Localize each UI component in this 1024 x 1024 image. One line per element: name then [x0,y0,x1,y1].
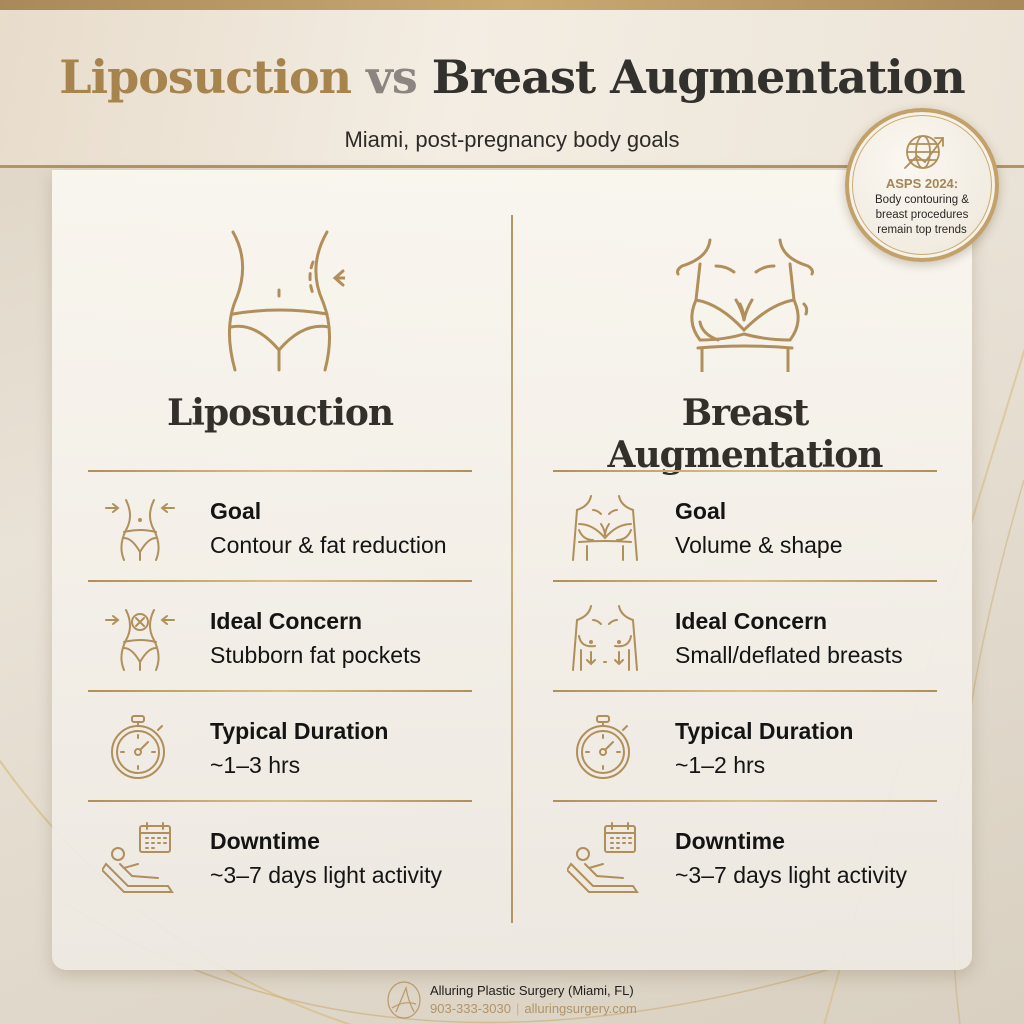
row-typical-duration: Typical Duration ~1–3 hrs [88,692,472,802]
waist-arrows-icon [105,499,175,561]
row-label: Typical Duration [675,718,854,744]
row-value: ~1–2 hrs [675,752,766,778]
title-procedure-a: Liposuction [59,50,352,104]
asps-trend-badge: ASPS 2024: Body contouring & breast proc… [845,108,999,262]
row-label: Ideal Concern [210,608,363,634]
row-divider [88,580,472,582]
top-gold-strip [0,0,1024,10]
row-goal: Goal Volume & shape [553,472,937,582]
row-label: Downtime [210,828,320,854]
row-label: Downtime [675,828,785,854]
row-value: Contour & fat reduction [210,532,447,558]
row-value: ~1–3 hrs [210,752,301,778]
row-value: Stubborn fat pockets [210,642,421,668]
row-label: Typical Duration [210,718,389,744]
row-downtime: Downtime ~3–7 days light activity [553,802,937,912]
row-label: Goal [210,498,262,524]
row-divider [553,800,937,802]
title-vs: vs [366,50,418,104]
bust-bra-icon [676,238,814,372]
row-divider [553,470,937,472]
row-divider [88,470,472,472]
row-divider [553,580,937,582]
row-ideal-concern: Ideal Concern Stubborn fat pockets [88,582,472,692]
waist-contour-icon [227,230,345,372]
page-title: Liposuction vs Breast Augmentation [0,50,1024,104]
contact-line: 903-333-3030 | alluringsurgery.com [430,1001,637,1016]
row-divider [553,690,937,692]
waist-x-icon [105,609,175,671]
title-procedure-b: Breast Augmentation [431,50,966,104]
row-label: Goal [675,498,727,524]
row-value: ~3–7 days light activity [210,862,443,888]
footer-contact: Alluring Plastic Surgery (Miami, FL) 903… [386,980,686,1020]
stopwatch-icon [111,715,165,779]
column-heading: Breast Augmentation [607,392,884,476]
row-downtime: Downtime ~3–7 days light activity [88,802,472,912]
row-divider [88,800,472,802]
row-ideal-concern: Ideal Concern Small/deflated breasts [553,582,937,692]
row-label: Ideal Concern [675,608,828,634]
row-value: Small/deflated breasts [675,642,903,668]
bust-deflated-icon [572,605,638,671]
badge-text: Body contouring & breast procedures rema… [875,194,969,236]
website-link[interactable]: alluringsurgery.com [524,1001,637,1016]
phone-link[interactable]: 903-333-3030 [430,1001,511,1016]
page-subtitle: Miami, post-pregnancy body goals [344,127,680,152]
globe-trend-icon [904,135,944,169]
separator: | [515,1001,520,1016]
recliner-calendar-icon [102,822,174,893]
row-divider [88,690,472,692]
row-value: ~3–7 days light activity [675,862,908,888]
row-value: Volume & shape [675,532,843,558]
header-banner: Liposuction vs Breast Augmentation Miami… [0,10,1024,168]
row-goal: Goal Contour & fat reduction [88,472,472,582]
recliner-calendar-icon [567,822,639,893]
row-typical-duration: Typical Duration ~1–2 hrs [553,692,937,802]
badge-title: ASPS 2024: [885,176,959,191]
bust-bra-icon [572,495,638,561]
practice-name: Alluring Plastic Surgery (Miami, FL) [430,983,634,998]
column-divider [511,215,513,923]
stopwatch-icon [576,715,630,779]
column-heading: Liposuction [166,392,394,434]
monogram-a-logo [387,981,421,1019]
